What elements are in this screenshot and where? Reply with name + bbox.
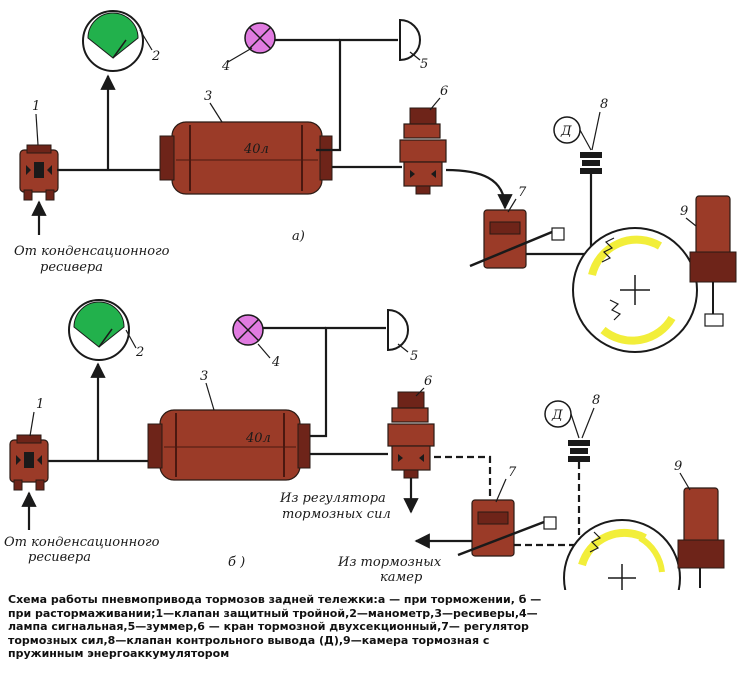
label-2-b: 2 (135, 345, 144, 360)
brake-drum-a (572, 227, 698, 353)
source-label-a-line1: От конденсационного (14, 244, 170, 259)
label-3-a: 3 (204, 89, 212, 104)
source-label-b-line2: ресивера (28, 550, 91, 565)
control-outlet-valve-a (553, 116, 602, 254)
label-2-a: 2 (151, 49, 160, 64)
test-point-letter-b: Д (551, 408, 563, 423)
from-regulator-label-line2: тормозных сил (282, 507, 391, 522)
label-8-a: 8 (600, 97, 608, 112)
buzzer-b (387, 308, 409, 352)
from-regulator-label-line1: Из регулятора (279, 491, 386, 506)
panel-a-label: а) (292, 229, 305, 244)
force-regulator-a (469, 209, 565, 269)
triple-protection-valve-b (9, 434, 49, 491)
label-5-a: 5 (420, 57, 428, 72)
label-9-b: 9 (674, 459, 682, 474)
label-1-a: 1 (32, 99, 40, 114)
receiver-volume-b: 40л (245, 431, 271, 446)
panel-b-label: б ) (228, 555, 245, 570)
label-6-b: 6 (424, 374, 432, 389)
label-7-a: 7 (518, 185, 527, 200)
label-1-b: 1 (36, 397, 44, 412)
label-4-a: 4 (221, 59, 230, 74)
receiver-volume-a: 40л (243, 142, 269, 157)
control-outlet-valve-b (544, 400, 590, 545)
from-chambers-label-line1: Из тормозных (337, 555, 442, 570)
brake-valve-a (399, 107, 447, 195)
pressure-gauge-a (82, 10, 144, 72)
brake-pneumatic-diagram: 40л (4, 10, 737, 590)
from-chambers-label-line2: камер (380, 570, 423, 585)
panel-a: 40л (14, 10, 737, 353)
panel-b: 40л (4, 299, 725, 590)
label-3-b: 3 (200, 369, 208, 384)
receiver-a (159, 121, 333, 195)
brake-valve-b (387, 391, 435, 479)
label-9-a: 9 (680, 204, 688, 219)
buzzer-a (399, 18, 421, 62)
label-5-b: 5 (410, 349, 418, 364)
test-point-letter-a: Д (560, 124, 572, 139)
signal-lamp-a (244, 22, 276, 54)
figure-caption: Схема работы пневмопривода тормозов задн… (8, 593, 542, 660)
source-label-b-line1: От конденсационного (4, 535, 160, 550)
source-label-a-line2: ресивера (40, 260, 103, 275)
signal-lamp-b (232, 314, 264, 346)
label-6-a: 6 (440, 84, 448, 99)
label-4-b: 4 (271, 355, 280, 370)
triple-protection-valve-a (19, 144, 59, 201)
receiver-b (147, 409, 311, 481)
pressure-gauge-b (68, 299, 130, 361)
spring-brake-chamber-b (677, 487, 725, 588)
force-regulator-b (457, 499, 557, 557)
brake-drum-b (563, 519, 681, 590)
label-7-b: 7 (508, 465, 517, 480)
label-8-b: 8 (592, 393, 600, 408)
spring-brake-chamber-a (689, 195, 737, 327)
